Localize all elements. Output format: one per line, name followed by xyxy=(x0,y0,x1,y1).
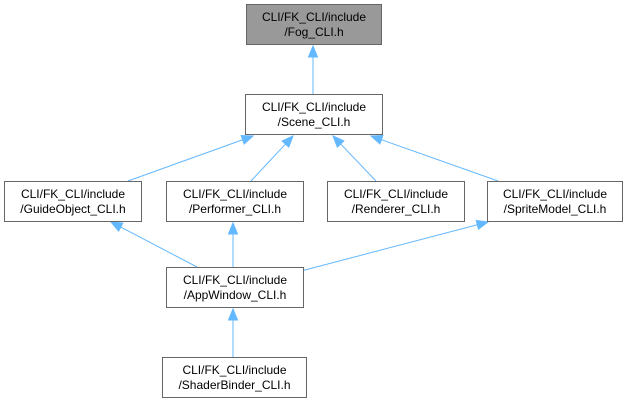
node-path-label: CLI/FK_CLI/include xyxy=(344,187,448,201)
arrowhead-icon xyxy=(240,134,255,145)
node-box xyxy=(166,267,304,308)
node-file-label: /AppWindow_CLI.h xyxy=(184,288,287,302)
edge-line xyxy=(300,224,478,272)
edge-line xyxy=(127,139,243,182)
edge-appwindow-to-spritemodel xyxy=(300,219,490,272)
edge-guideobject-to-scene xyxy=(127,134,255,182)
arrowhead-icon xyxy=(475,219,490,230)
arrowhead-icon xyxy=(109,221,124,232)
arrowhead-icon xyxy=(281,135,294,148)
node-path-label: CLI/FK_CLI/include xyxy=(183,187,287,201)
node-file-label: /ShaderBinder_CLI.h xyxy=(178,378,290,392)
edge-spritemodel-to-scene xyxy=(369,134,499,182)
node-box xyxy=(166,181,304,222)
node-box xyxy=(162,357,307,398)
edge-line xyxy=(250,143,286,182)
node-file-label: /Scene_CLI.h xyxy=(278,115,351,129)
node-path-label: CLI/FK_CLI/include xyxy=(21,187,125,201)
arrowhead-icon xyxy=(307,44,319,58)
edge-renderer-to-scene xyxy=(332,135,377,182)
edge-performer-to-scene xyxy=(250,135,294,182)
node-path-label: CLI/FK_CLI/include xyxy=(262,100,366,114)
node-file-label: /Fog_CLI.h xyxy=(284,25,343,39)
nodes-layer: CLI/FK_CLI/include/Fog_CLI.hCLI/FK_CLI/i… xyxy=(4,4,623,398)
node-appwindow[interactable]: CLI/FK_CLI/include/AppWindow_CLI.h xyxy=(166,267,304,308)
node-spritemodel[interactable]: CLI/FK_CLI/include/SpriteModel_CLI.h xyxy=(487,181,623,222)
arrowhead-icon xyxy=(332,135,345,148)
node-performer[interactable]: CLI/FK_CLI/include/Performer_CLI.h xyxy=(166,181,304,222)
edge-scene-to-fog xyxy=(307,44,319,94)
node-shaderbinder[interactable]: CLI/FK_CLI/include/ShaderBinder_CLI.h xyxy=(162,357,307,398)
node-guideobject[interactable]: CLI/FK_CLI/include/GuideObject_CLI.h xyxy=(4,181,142,222)
node-box xyxy=(246,4,382,45)
node-scene[interactable]: CLI/FK_CLI/include/Scene_CLI.h xyxy=(245,94,383,135)
arrowhead-icon xyxy=(227,307,239,321)
node-box xyxy=(245,94,383,135)
node-renderer[interactable]: CLI/FK_CLI/include/Renderer_CLI.h xyxy=(327,181,465,222)
node-file-label: /SpriteModel_CLI.h xyxy=(504,202,607,216)
edge-line xyxy=(381,139,499,182)
node-path-label: CLI/FK_CLI/include xyxy=(183,273,287,287)
edges-layer xyxy=(109,44,499,357)
edge-appwindow-to-guideobject xyxy=(109,221,198,268)
node-box xyxy=(4,181,142,222)
edge-shaderbinder-to-appwindow xyxy=(227,307,239,357)
edge-appwindow-to-performer xyxy=(227,221,239,267)
node-path-label: CLI/FK_CLI/include xyxy=(182,363,286,377)
node-file-label: /GuideObject_CLI.h xyxy=(20,202,125,216)
node-path-label: CLI/FK_CLI/include xyxy=(503,187,607,201)
node-path-label: CLI/FK_CLI/include xyxy=(262,10,366,24)
arrowhead-icon xyxy=(369,134,384,145)
node-file-label: /Renderer_CLI.h xyxy=(352,202,441,216)
arrowhead-icon xyxy=(227,221,239,235)
edge-line xyxy=(340,143,377,182)
node-box xyxy=(327,181,465,222)
edge-line xyxy=(120,226,198,268)
node-box xyxy=(487,181,623,222)
node-fog: CLI/FK_CLI/include/Fog_CLI.h xyxy=(246,4,382,45)
node-file-label: /Performer_CLI.h xyxy=(189,202,281,216)
